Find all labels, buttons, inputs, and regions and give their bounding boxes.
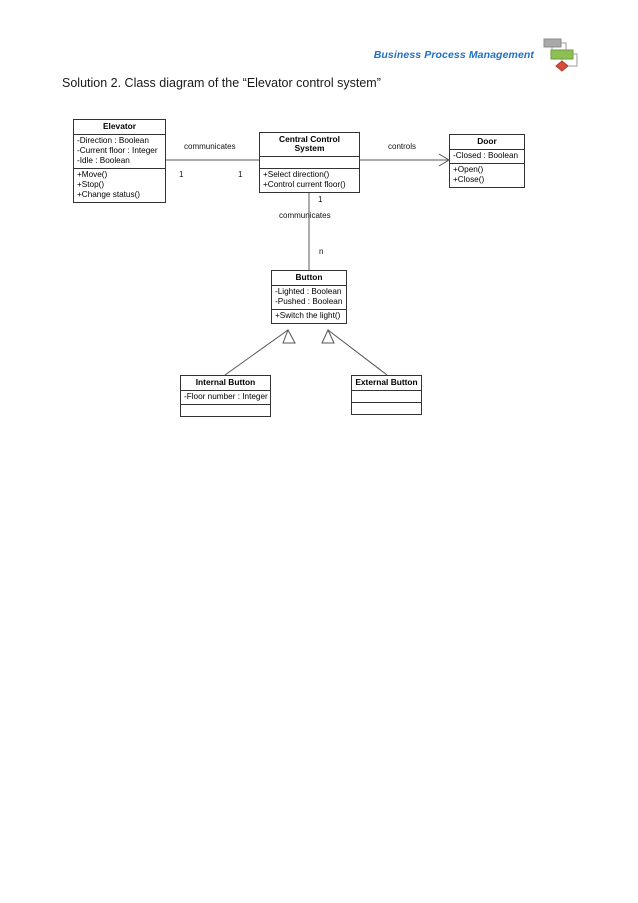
bpm-flowchart-logo bbox=[542, 38, 580, 72]
edge-multiplicity-elevator: 1 bbox=[179, 170, 184, 179]
page-title: Solution 2. Class diagram of the “Elevat… bbox=[62, 76, 381, 90]
edge-internal-button-generalization bbox=[224, 329, 289, 376]
arrowhead-open-door bbox=[438, 153, 450, 167]
uml-attribute: -Direction : Boolean bbox=[77, 135, 149, 145]
uml-operation: +Stop() bbox=[77, 179, 105, 189]
uml-operations-elevator: +Move() +Stop() +Change status() bbox=[74, 169, 165, 202]
brand-title: Business Process Management bbox=[373, 49, 534, 61]
generalization-triangle-internal bbox=[282, 328, 296, 344]
uml-operation: +Change status() bbox=[77, 189, 141, 199]
generalization-triangle-external bbox=[321, 328, 335, 344]
uml-class-central-control-system[interactable]: Central Control System +Select direction… bbox=[259, 132, 360, 193]
edge-label-ccs-door: controls bbox=[388, 142, 417, 151]
edge-label-elevator-ccs: communicates bbox=[184, 142, 236, 151]
edge-external-button-generalization bbox=[327, 329, 388, 376]
uml-operations-external-button bbox=[352, 403, 421, 414]
uml-class-name-internal-button: Internal Button bbox=[181, 376, 270, 391]
uml-attributes-button: -Lighted : Boolean -Pushed : Boolean bbox=[272, 286, 346, 310]
uml-operation: +Switch the light() bbox=[275, 310, 341, 320]
uml-attribute: -Current floor : Integer bbox=[77, 145, 158, 155]
page-header: Business Process Management bbox=[374, 38, 580, 72]
uml-attribute: -Idle : Boolean bbox=[77, 155, 130, 165]
edge-label-ccs-button: communicates bbox=[279, 211, 331, 220]
uml-attributes-internal-button: -Floor number : Integer bbox=[181, 391, 270, 405]
uml-attribute: -Lighted : Boolean bbox=[275, 286, 342, 296]
uml-class-name-elevator: Elevator bbox=[74, 120, 165, 135]
edge-multiplicity-ccs-left: 1 bbox=[238, 170, 243, 179]
uml-class-name-button: Button bbox=[272, 271, 346, 286]
uml-operation: +Control current floor() bbox=[263, 179, 346, 189]
uml-operation: +Open() bbox=[453, 164, 484, 174]
uml-class-name-external-button: External Button bbox=[352, 376, 421, 391]
uml-operation: +Close() bbox=[453, 174, 485, 184]
uml-attribute: -Floor number : Integer bbox=[184, 391, 268, 401]
uml-attribute: -Pushed : Boolean bbox=[275, 296, 343, 306]
uml-operations-internal-button bbox=[181, 405, 270, 416]
uml-attributes-elevator: -Direction : Boolean -Current floor : In… bbox=[74, 135, 165, 169]
edge-multiplicity-button: n bbox=[319, 247, 324, 256]
uml-class-button[interactable]: Button -Lighted : Boolean -Pushed : Bool… bbox=[271, 270, 347, 324]
uml-class-door[interactable]: Door -Closed : Boolean +Open() +Close() bbox=[449, 134, 525, 188]
uml-attribute: -Closed : Boolean bbox=[453, 150, 519, 160]
uml-class-internal-button[interactable]: Internal Button -Floor number : Integer bbox=[180, 375, 271, 417]
uml-operation: +Select direction() bbox=[263, 169, 330, 179]
uml-attributes-external-button bbox=[352, 391, 421, 403]
uml-class-name-central-control-system: Central Control System bbox=[260, 133, 359, 157]
uml-operation: +Move() bbox=[77, 169, 108, 179]
uml-class-external-button[interactable]: External Button bbox=[351, 375, 422, 415]
edge-multiplicity-ccs-bottom: 1 bbox=[318, 195, 323, 204]
uml-operations-door: +Open() +Close() bbox=[450, 164, 524, 187]
uml-class-name-door: Door bbox=[450, 135, 524, 150]
uml-attributes-door: -Closed : Boolean bbox=[450, 150, 524, 164]
uml-operations-button: +Switch the light() bbox=[272, 310, 346, 323]
uml-operations-central-control-system: +Select direction() +Control current flo… bbox=[260, 169, 359, 192]
uml-attributes-central-control-system bbox=[260, 157, 359, 169]
uml-class-elevator[interactable]: Elevator -Direction : Boolean -Current f… bbox=[73, 119, 166, 203]
